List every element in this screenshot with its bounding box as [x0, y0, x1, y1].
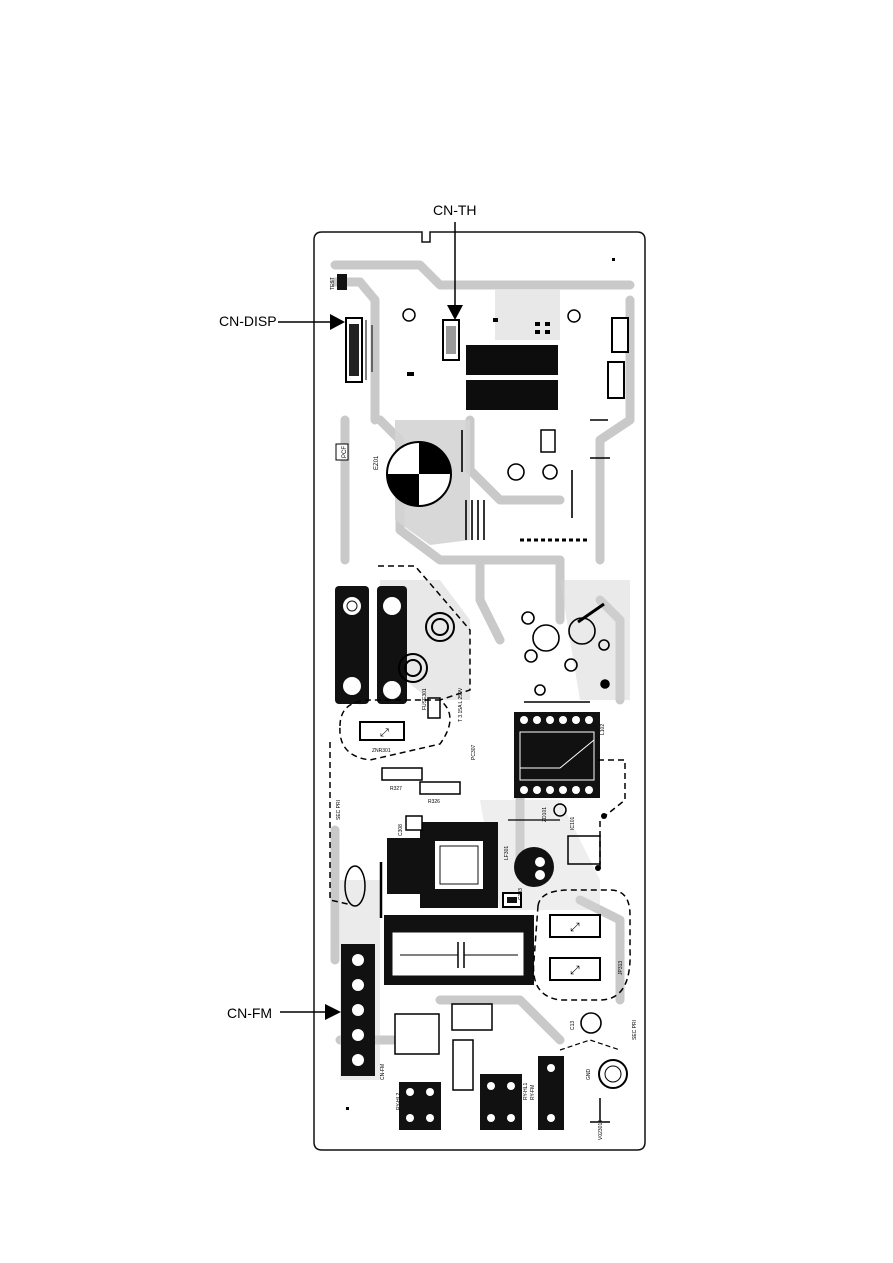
- cn-fm-connector: [341, 944, 375, 1076]
- znr-right-boundary: [532, 889, 631, 1001]
- svg-text:⤢: ⤢: [569, 920, 580, 934]
- ez01-buzzer: EZ01: [374, 441, 452, 507]
- label-r326: R326: [428, 799, 440, 805]
- cn101: [394, 1013, 440, 1055]
- l102-transformer: [514, 712, 600, 798]
- svg-text:T 3.15A L 250V: T 3.15A L 250V: [458, 687, 464, 722]
- mid-capacitors: [461, 419, 610, 540]
- svg-text:⤢: ⤢: [569, 963, 580, 977]
- label-c13: C13: [570, 1021, 576, 1030]
- label-znr301: ZNR301: [372, 748, 391, 754]
- callout-cn-fm: CN-FM: [227, 1005, 273, 1021]
- callout-cn-disp: CN-DISP: [219, 313, 277, 329]
- svg-text:EZ01: EZ01: [374, 455, 380, 470]
- label-fuse: FUSE301: [422, 688, 428, 710]
- label-l102: L102: [600, 724, 606, 735]
- znr-right-1: [549, 914, 601, 938]
- ic-small: [540, 429, 556, 453]
- cn-disp-connector: [345, 317, 373, 383]
- ry-fm-relay: [538, 1056, 564, 1130]
- label-ic101: IC101: [570, 816, 576, 830]
- label-cn-fm-silk: CN-FM: [380, 1064, 386, 1080]
- label-zd101: ZD101: [542, 807, 548, 822]
- test-pad: [337, 274, 347, 290]
- ry-pwr-relay: RY-PWR: [335, 586, 407, 704]
- small-caps-top: [402, 308, 581, 376]
- isolation-boundary-mid: [329, 742, 353, 906]
- label-ry-hl1: RY-HL1: [523, 1083, 529, 1100]
- label-r327: R327: [390, 786, 402, 792]
- label-sec-pri-left: SEC PRI: [336, 800, 342, 820]
- r326: [419, 781, 461, 795]
- round-varistors: [398, 612, 455, 683]
- svg-text:PCF: PCF: [342, 446, 348, 458]
- relay-block-2: [466, 380, 558, 410]
- label-jp313: JP313: [618, 961, 624, 975]
- c13-capacitor: [580, 1012, 602, 1034]
- l102-pins: [520, 716, 593, 794]
- c103-capacitor: [514, 847, 554, 887]
- arrow-cn-th: [447, 305, 463, 320]
- label-board-id: V023016: [598, 1120, 604, 1140]
- cn-right-1: [611, 317, 629, 353]
- label-sec-pri-right: SEC PRI: [632, 1020, 638, 1040]
- pcf-box: [335, 443, 349, 461]
- znr-boundary: [339, 699, 451, 761]
- label-c308: C308: [398, 824, 404, 836]
- svg-text:RY-PWR: RY-PWR: [370, 620, 376, 640]
- arrow-cn-disp: [330, 314, 345, 330]
- ic101: [567, 835, 601, 865]
- label-ry-hl2: RY-HL2: [396, 1093, 402, 1110]
- ry-hl1-relay: [480, 1074, 522, 1130]
- isolation-boundary-top: [378, 565, 471, 701]
- gnd-terminal: [598, 1059, 628, 1089]
- svg-text:⤢: ⤢: [380, 727, 389, 739]
- cn-right-2: [607, 361, 625, 399]
- oval-jumper: [344, 865, 366, 907]
- label-lf301: LF301: [504, 846, 510, 860]
- r327: [381, 767, 423, 781]
- line-filter: [387, 815, 498, 908]
- label-ry-fm: RY-FM: [530, 1085, 536, 1100]
- arrow-cn-fm: [325, 1004, 341, 1020]
- znr-right-2: [549, 957, 601, 981]
- label-pc307: PC307: [471, 744, 477, 760]
- registration-mark: [612, 258, 615, 261]
- callout-cn-th: CN-TH: [433, 202, 477, 218]
- label-gnd: GND: [586, 1069, 592, 1081]
- ry-hl2-relay: [399, 1082, 441, 1130]
- fuse: [427, 697, 441, 719]
- label-c103: C103: [518, 888, 524, 900]
- znr301: [359, 721, 405, 741]
- test-label: TEST: [330, 277, 336, 290]
- film-capacitor: [384, 915, 534, 985]
- relay-block-1: [466, 345, 558, 375]
